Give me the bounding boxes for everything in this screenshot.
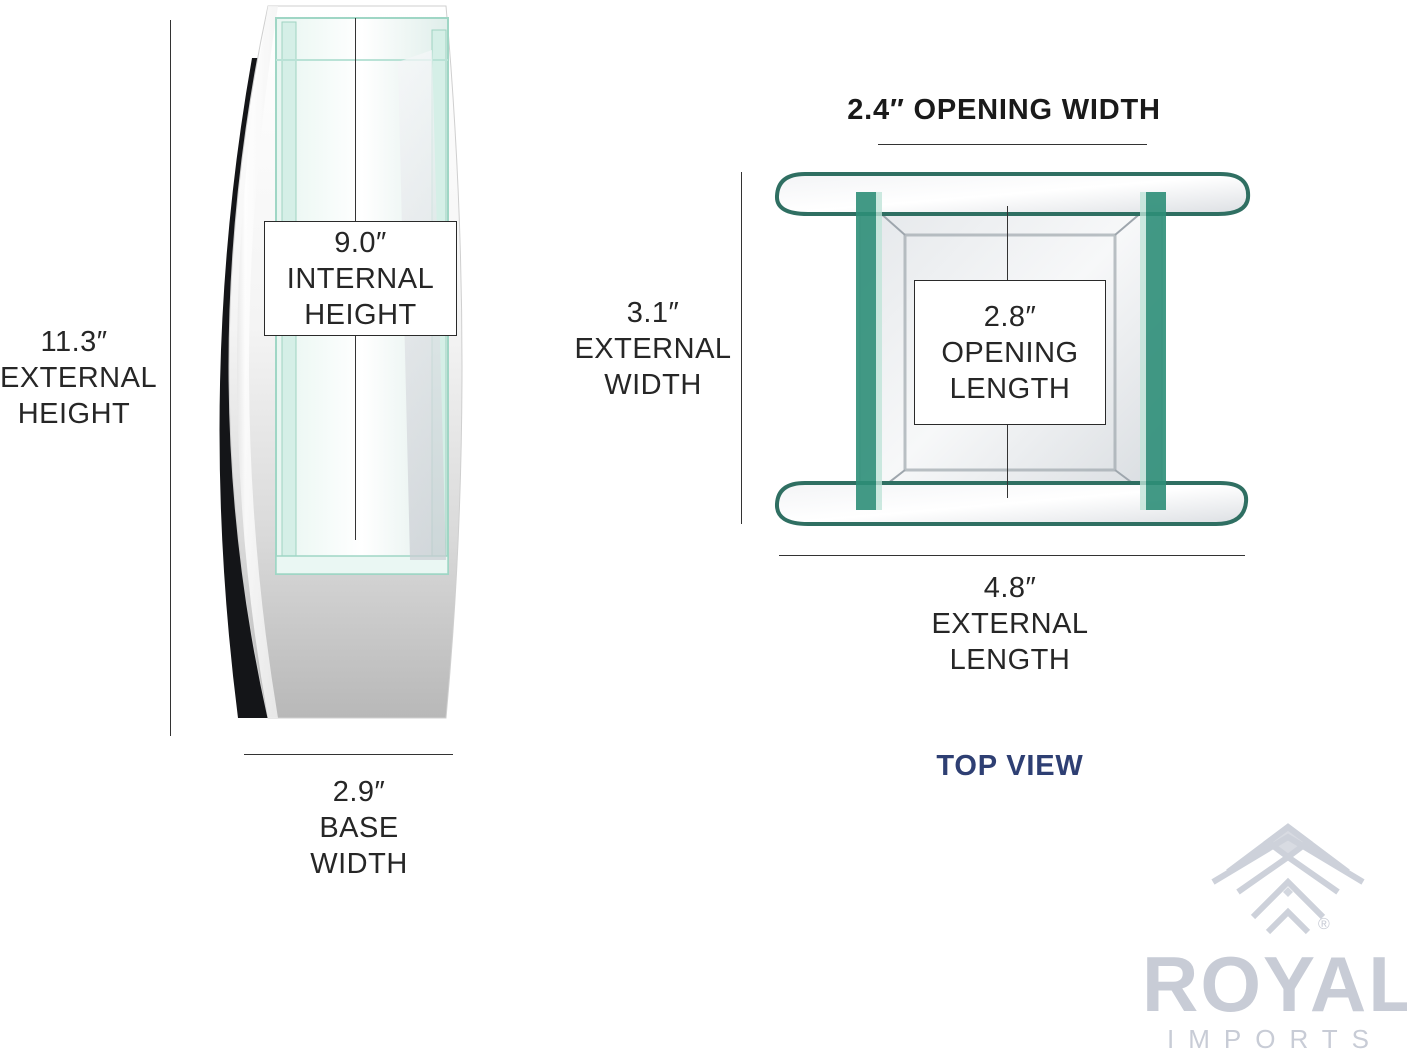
opening-width-heading: 2.4″ OPENING WIDTH (847, 94, 1161, 126)
internal-height-label: 9.0″ INTERNAL HEIGHT (264, 221, 457, 336)
external-height-line (170, 20, 171, 736)
left-glass-edge (856, 192, 876, 510)
external-height-label: 11.3″ EXTERNAL HEIGHT (0, 326, 158, 430)
opening-width-line (878, 144, 1147, 145)
logo-name: ROYAL (1142, 940, 1407, 1028)
right-glass-edge (1146, 192, 1166, 510)
bottom-plate (775, 481, 1249, 526)
external-length-line (779, 555, 1245, 556)
crown-icon (1211, 823, 1365, 935)
external-width-line (741, 172, 742, 524)
external-length-label: 4.8″ EXTERNAL LENGTH (931, 572, 1089, 676)
logo-tagline: IMPORTS (1167, 1024, 1383, 1054)
external-width-label: 3.1″ EXTERNAL WIDTH (574, 297, 732, 401)
opening-length-label: 2.8″ OPENING LENGTH (914, 280, 1106, 425)
top-plate (775, 172, 1251, 216)
logo-registered-mark: ® (1318, 916, 1330, 933)
top-view-caption: TOP VIEW (936, 750, 1084, 782)
base-width-line (244, 754, 453, 755)
base-width-label: 2.9″ BASE WIDTH (310, 776, 408, 880)
